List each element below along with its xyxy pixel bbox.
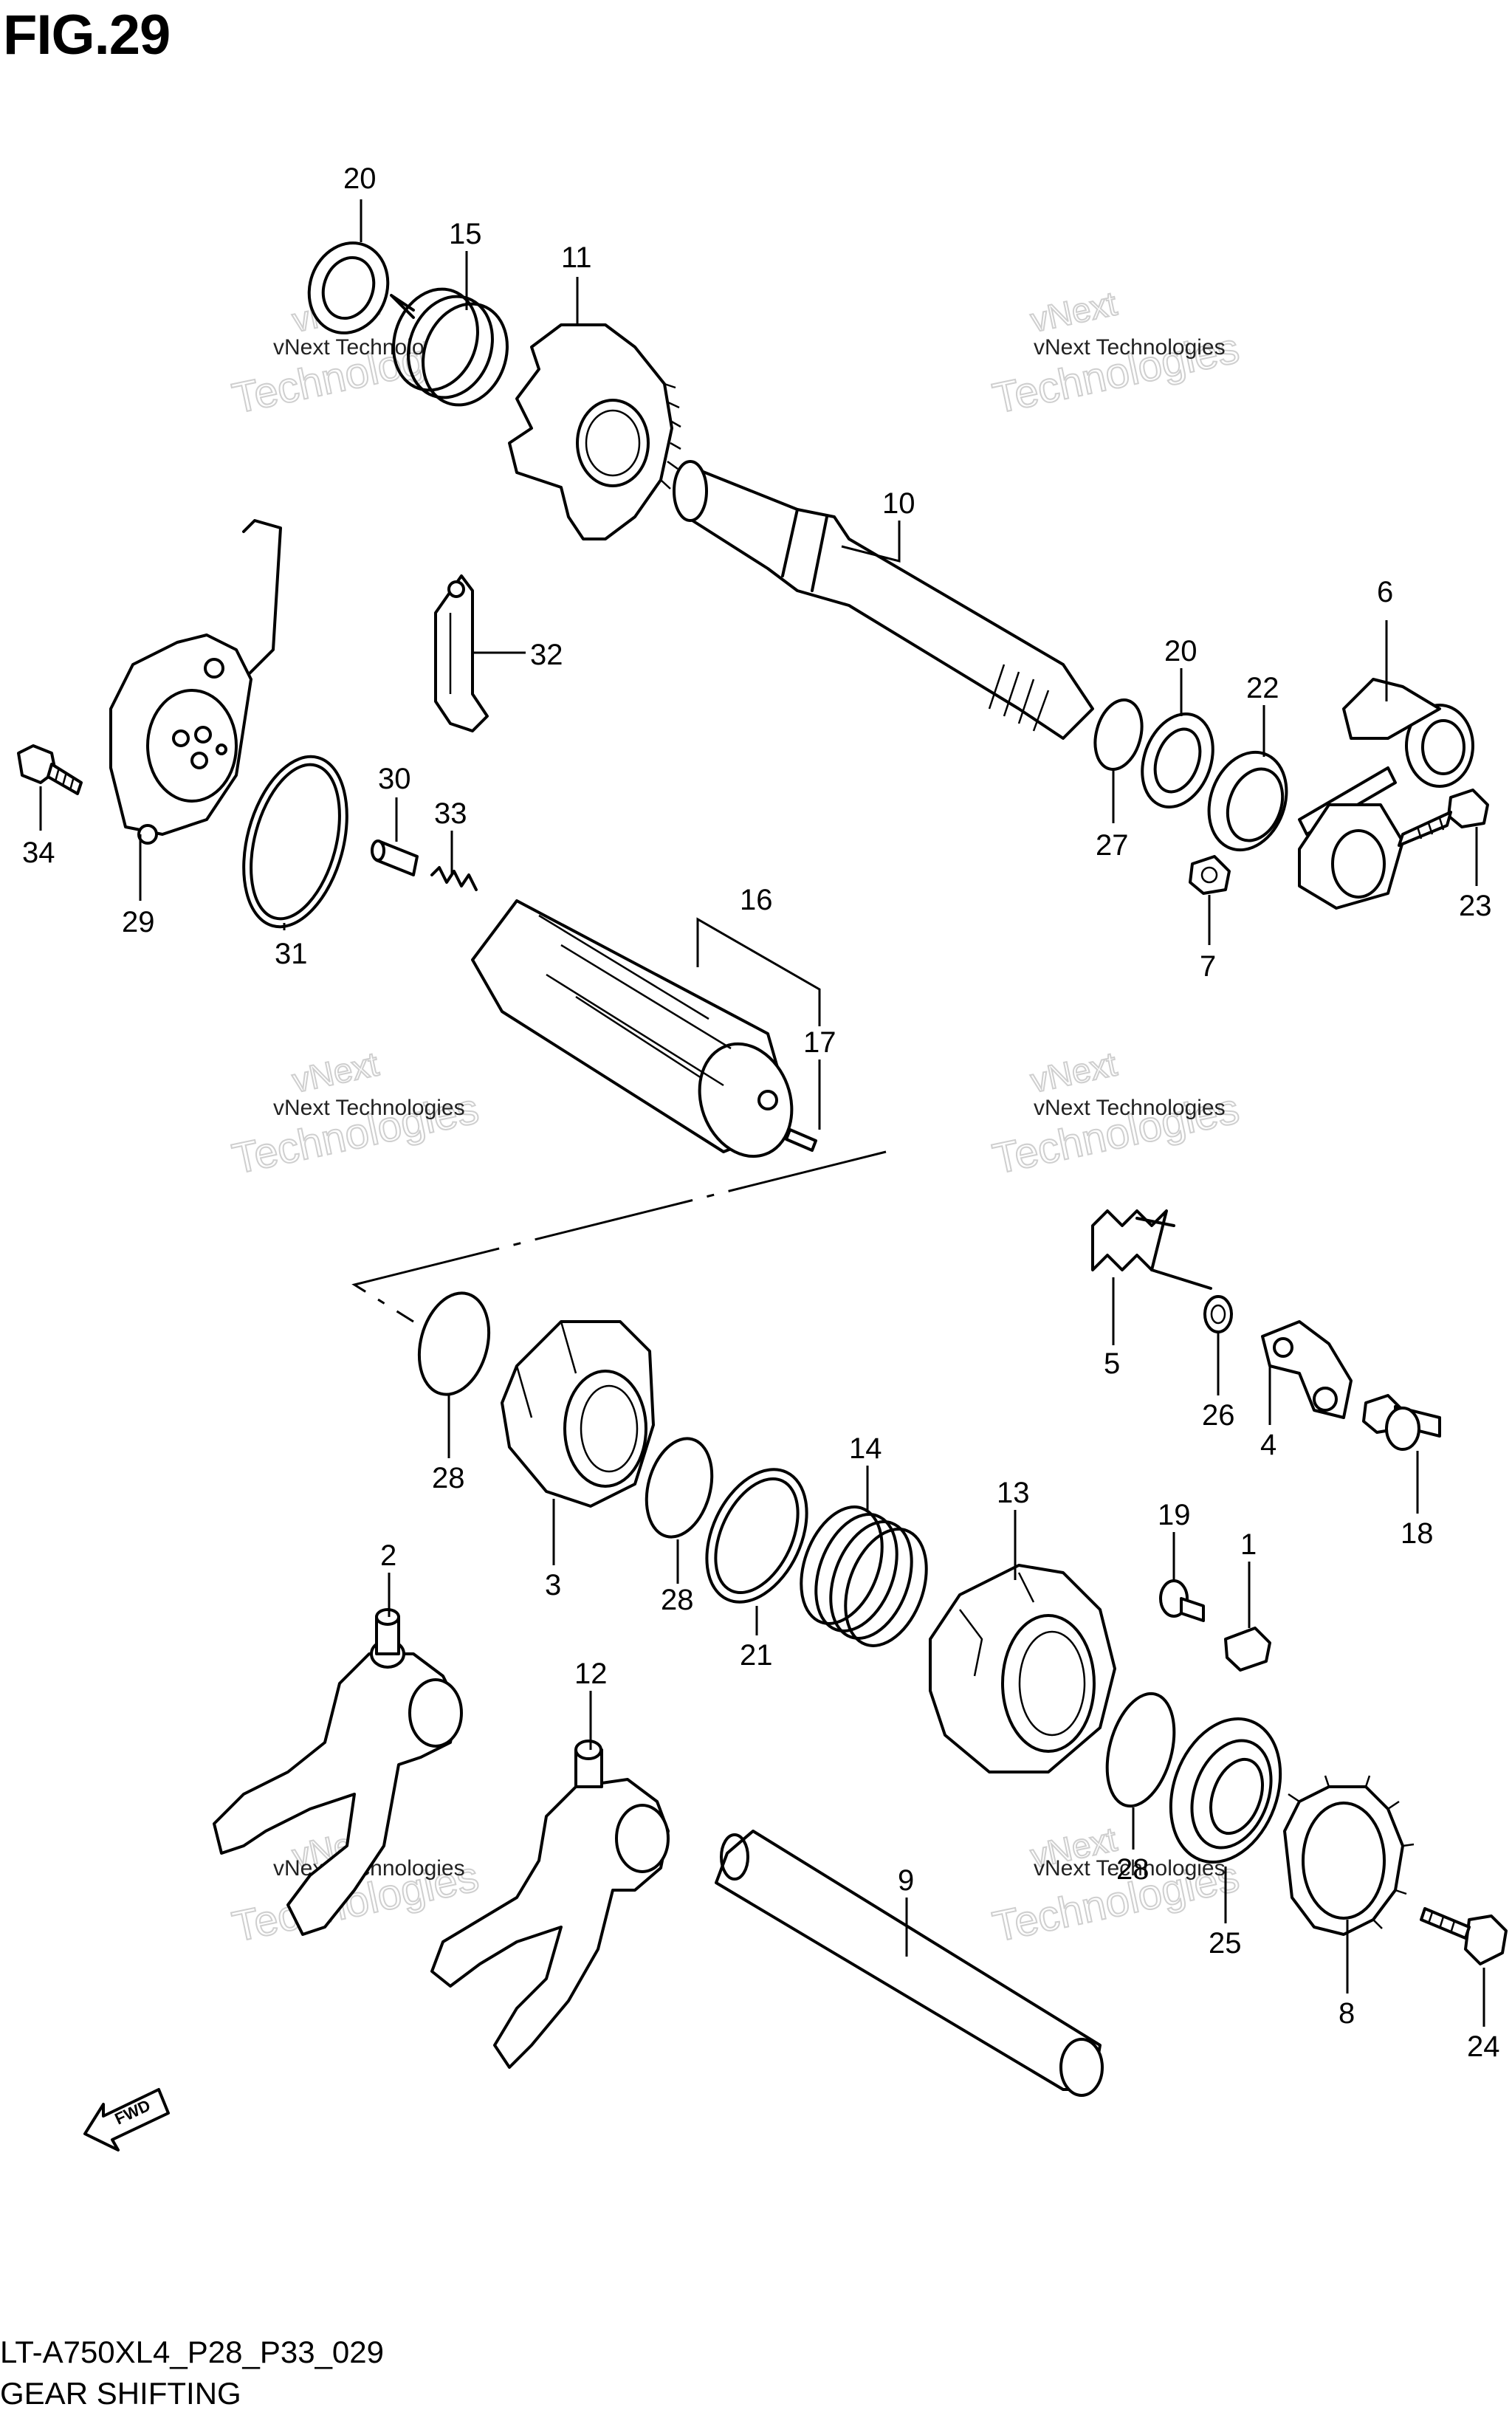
- part-20-washer-right: [1141, 712, 1214, 808]
- part-23-bolt: [1398, 789, 1489, 847]
- callout-22: 22: [1246, 672, 1279, 704]
- part-14-spring: [800, 1505, 928, 1647]
- callout-2: 2: [380, 1539, 396, 1572]
- callout-18: 18: [1401, 1517, 1434, 1550]
- callout-24: 24: [1467, 2030, 1500, 2063]
- callout-17: 17: [803, 1026, 836, 1059]
- callout-14: 14: [849, 1432, 882, 1465]
- callout-1: 1: [1240, 1528, 1257, 1561]
- callout-26: 26: [1202, 1399, 1235, 1432]
- part-16-gearshift-cam: [471, 899, 794, 1158]
- part-19-bolt: [1159, 1579, 1205, 1622]
- part-28-circlip-mid: [645, 1437, 714, 1539]
- callout-6: 6: [1377, 576, 1393, 608]
- callout-13: 13: [997, 1477, 1030, 1509]
- callout-28-left: 28: [432, 1462, 465, 1494]
- figure-code: LT-A750XL4_P28_P33_029: [0, 2335, 384, 2369]
- callout-16: 16: [740, 884, 773, 916]
- part-7-nut: [1189, 855, 1231, 895]
- callout-5: 5: [1104, 1347, 1120, 1380]
- part-9-fork-shaft: [715, 1830, 1104, 2097]
- watermark-text-caption: vNext Technologies: [1034, 1096, 1226, 1120]
- callout-3: 3: [545, 1569, 561, 1601]
- part-4-stopper-arm: [1261, 1320, 1353, 1419]
- watermark-mid-right: vNext Technologies vNext Technologies: [988, 1043, 1244, 1184]
- callout-21: 21: [740, 1639, 773, 1672]
- watermark-text-caption: vNext Technologies: [273, 1096, 465, 1120]
- part-1-nut: [1224, 1627, 1271, 1672]
- part-27-circlip: [1093, 698, 1144, 772]
- callout-numbers: 20 15 11 10 32 6 20 22 34 29 30 33 31 27…: [22, 162, 1500, 2063]
- part-15-return-spring: [390, 287, 509, 407]
- part-5-spring: [1091, 1209, 1212, 1290]
- part-34-bolt: [17, 744, 83, 795]
- part-6-shift-arm-assy: [1298, 678, 1474, 910]
- watermark-top-right: vNext Technologies vNext Technologies: [988, 283, 1244, 423]
- callout-28-right: 28: [1116, 1853, 1150, 1886]
- callout-9: 9: [898, 1864, 914, 1897]
- callout-19: 19: [1158, 1499, 1191, 1531]
- part-20-washer-top: [307, 241, 390, 334]
- callout-10: 10: [882, 487, 915, 520]
- callout-15: 15: [449, 218, 482, 250]
- part-13-cam-stopper: [929, 1564, 1116, 1773]
- part-3-cam-drive-gear: [501, 1320, 655, 1508]
- part-17-pin: [785, 1128, 817, 1152]
- callout-8: 8: [1339, 1997, 1355, 2030]
- callout-32: 32: [530, 639, 563, 671]
- fwd-arrow-icon: FWD: [83, 2088, 170, 2152]
- figure-title: FIG.29: [3, 4, 171, 66]
- callout-28-mid: 28: [661, 1584, 694, 1616]
- part-24-bolt: [1420, 1907, 1508, 1965]
- cam-axis-dashed-line: [351, 1150, 887, 1323]
- part-31-o-ring: [242, 755, 348, 929]
- watermark-mid-left: vNext Technologies vNext Technologies: [227, 1043, 484, 1184]
- part-25-bearing: [1169, 1717, 1282, 1864]
- part-28-circlip-right: [1105, 1692, 1176, 1808]
- leader-bracket-16: [696, 917, 821, 1026]
- part-2-shift-fork: [213, 1608, 463, 1936]
- callout-11: 11: [561, 241, 592, 274]
- callout-4: 4: [1260, 1429, 1276, 1461]
- watermark-text-caption: vNext Technologies: [1034, 1856, 1226, 1881]
- callout-30: 30: [378, 763, 411, 795]
- part-8-shift-cam-gear: [1283, 1775, 1415, 1936]
- callout-7: 7: [1200, 950, 1216, 983]
- part-18-bolt: [1362, 1394, 1441, 1451]
- callout-12: 12: [574, 1658, 608, 1690]
- callout-34: 34: [22, 837, 55, 869]
- watermark-text-vnext: vNext: [1027, 1044, 1120, 1099]
- watermark-text-caption: vNext Technologies: [1034, 335, 1226, 360]
- figure-caption: GEAR SHIFTING: [0, 2376, 241, 2411]
- callout-25: 25: [1209, 1927, 1242, 1960]
- callout-20-right: 20: [1164, 635, 1197, 667]
- callout-23: 23: [1459, 890, 1492, 922]
- callout-33: 33: [434, 797, 467, 830]
- part-10-shift-shaft: [673, 460, 1094, 740]
- part-33-spring: [430, 866, 478, 891]
- part-12-shift-fork: [430, 1740, 670, 2069]
- watermark-text-vnext: vNext: [289, 1044, 382, 1099]
- watermark-text-vnext: vNext: [1027, 284, 1120, 339]
- part-21-washer: [705, 1468, 808, 1604]
- leader-lines: [39, 199, 1485, 2027]
- part-26-washer: [1203, 1295, 1233, 1333]
- part-11-shift-arm-plate: [508, 323, 681, 540]
- part-29-cover: [109, 519, 282, 845]
- callout-31: 31: [275, 938, 308, 970]
- callout-20-top: 20: [343, 162, 377, 195]
- callout-27: 27: [1096, 829, 1129, 862]
- part-30-pin: [371, 839, 419, 876]
- part-32-stopper-plate: [434, 574, 489, 732]
- part-28-circlip-left: [417, 1291, 491, 1396]
- callout-29: 29: [122, 906, 155, 938]
